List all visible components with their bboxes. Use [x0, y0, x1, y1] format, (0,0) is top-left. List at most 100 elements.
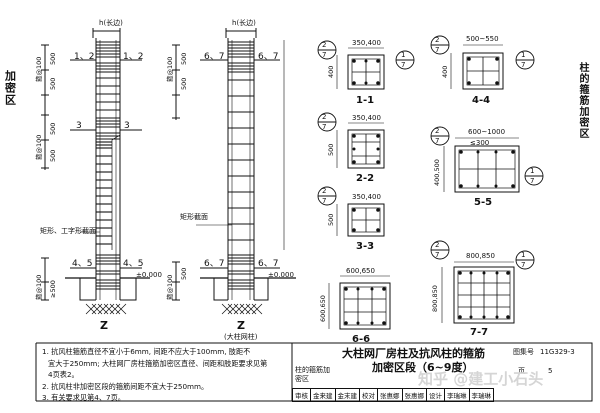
col1-note-2: 箍@100 [35, 134, 43, 160]
side-label-left: 加密区 [3, 70, 17, 106]
section-6-6-outline [339, 282, 391, 330]
section-2-2-outline [347, 129, 385, 169]
col2-mark-left-1: 6、7 [204, 52, 225, 62]
sec6-dim-top: 600,650 [346, 267, 375, 275]
section-3-3-outline [347, 203, 385, 237]
sec2-tag-bottom: 7 [322, 123, 327, 131]
col1-stirrups [96, 41, 120, 290]
sec7-tag-top: 2 [435, 241, 440, 249]
col2-dim-2: 500 [180, 77, 188, 90]
sec4-right-tag-bottom: 7 [521, 61, 526, 69]
col1-mark-right-1: 1、2 [123, 52, 144, 62]
sec4-dim-side: 400 [441, 65, 449, 78]
col1-note-3: 箍@100 [35, 274, 43, 300]
sec4-right-tag-top: 1 [521, 51, 526, 59]
note-line: 3. 有关要求见第4、7页。 [42, 393, 125, 402]
sec7-dim-side: 800,850 [431, 285, 439, 312]
col2-level: ±0.000 [268, 271, 294, 279]
col2-caption: (大柱网柱) [224, 333, 258, 341]
col2-note-2: 箍@100 [166, 274, 174, 300]
col2-bottom-mark: Z [237, 319, 245, 332]
sec7-right-tag-top: 1 [521, 251, 526, 259]
sec5-dim-side: 400,500 [433, 159, 441, 186]
sec5-tag-top: 2 [435, 127, 440, 135]
section-tag-circles [317, 35, 544, 270]
title-line-1: 大柱网厂房柱及抗风柱的箍筋 [342, 347, 485, 360]
sec4-name: 4-4 [472, 95, 491, 106]
sec2-name: 2-2 [356, 173, 375, 184]
side-label-right: 柱的箍筋加密区 [577, 62, 588, 139]
sec4-tag-top: 2 [435, 36, 440, 44]
sec1-tag-top: 2 [322, 41, 327, 49]
section-1-1-outline [347, 54, 385, 90]
col1-dim-4: 500 [49, 149, 57, 162]
rebar-dots [344, 57, 515, 325]
col2-mark-right-1: 6、7 [258, 52, 279, 62]
sec5-tag-bottom: 7 [435, 137, 440, 145]
sig-cell: 金末建 [334, 388, 360, 402]
sig-cell: 校对 [359, 388, 378, 402]
sec6-dim-side: 600,650 [319, 295, 327, 322]
sec5-name: 5-5 [474, 197, 493, 208]
col1-note-1: 箍@100 [35, 56, 43, 82]
col1-mark-right-45: 4、5 [123, 259, 144, 269]
sec4-tag-bottom: 7 [435, 46, 440, 54]
watermark: 知乎 @建工小石头 [418, 370, 544, 388]
col1-bottom-mark: Z [100, 319, 108, 332]
page-label: 页 [518, 367, 525, 375]
section-5-5-outline [454, 145, 520, 193]
sec3-name: 3-3 [356, 241, 375, 252]
col2-dim-1: 500 [180, 52, 188, 65]
col2-section-label: 矩形截面 [180, 213, 208, 221]
section-7-7-outline [453, 266, 515, 324]
sec7-name: 7-7 [470, 327, 489, 338]
sig-cell: 审核 [292, 388, 311, 402]
atlas-number: 11G329-3 [540, 348, 575, 356]
section-4-4-outline [462, 52, 504, 90]
sec7-right-tag-bottom: 7 [521, 261, 526, 269]
sec5-dim-inner: ≤300 [470, 139, 490, 147]
col1-base-hatch [85, 303, 127, 315]
page-number: 5 [548, 367, 553, 375]
col1-level: ±0.000 [136, 271, 162, 279]
note-line: 4页表2。 [48, 370, 79, 379]
atlas-label: 图集号 [513, 348, 534, 356]
col1-width-label: h(长边) [99, 19, 123, 27]
sig-cell: 李瑞琳 [444, 388, 470, 402]
sig-cell: 金来建 [310, 388, 336, 402]
sec1-right-tag-top: 1 [401, 51, 406, 59]
sec7-tag-bottom: 7 [435, 251, 440, 259]
sec1-dim-side: 400 [327, 65, 335, 78]
sec7-dim-top: 800,850 [466, 252, 495, 260]
col1-dim-2: 500 [49, 77, 57, 90]
sec1-dim-top: 350,400 [352, 39, 381, 47]
sec1-name: 1-1 [356, 95, 375, 106]
col1-mark-left-1: 1、2 [74, 52, 95, 62]
col2-mark-left-2: 6、7 [204, 259, 225, 269]
sec1-tag-bottom: 7 [322, 51, 327, 59]
sec6-name: 6-6 [352, 334, 371, 345]
note-line: 1. 抗风柱箍筋直径不宜小于6mm, 间距不应大于100mm, 肢距不 [42, 347, 251, 356]
sig-cell: 张惠娜 [401, 388, 427, 402]
sec1-right-tag-bottom: 7 [401, 61, 406, 69]
signature-row: 审核 金来建 金末建 校对 张惠娜 张惠娜 设计 李瑞琳 李瑞琳 [292, 388, 494, 402]
sec2-dim-side: 500 [327, 143, 335, 156]
sec5-right-tag-bottom: 7 [530, 177, 535, 185]
col2-stirrups [228, 41, 254, 290]
note-line: 2. 抗风柱非加密区段的箍筋间距不宜大于250mm。 [42, 381, 209, 391]
col2-base-hatch [221, 303, 263, 315]
col2-mark-right-2: 6、7 [258, 259, 279, 269]
sec5-right-tag-top: 1 [530, 167, 535, 175]
col1-mark-left-45: 4、5 [72, 259, 93, 269]
sig-cell: 张惠娜 [377, 388, 403, 402]
col2-note-1: 箍@100 [166, 56, 174, 82]
sec3-dim-side: 500 [327, 213, 335, 226]
notes-block: 1. 抗风柱箍筋直径不宜小于6mm, 间距不应大于100mm, 肢距不 宜大于2… [42, 346, 290, 404]
sec5-dim-top: 600~1000 [468, 128, 506, 136]
note-line: 宜大于250mm; 大柱网厂房柱箍筋加密区直径、间距和肢距要求见第 [48, 358, 268, 368]
col1-dim-1: 500 [49, 52, 57, 65]
col2-dim-3: 500 [180, 267, 188, 280]
sec3-tag-top: 2 [322, 187, 327, 195]
sig-cell: 设计 [426, 388, 445, 402]
sec3-dim-top: 350,400 [352, 193, 381, 201]
